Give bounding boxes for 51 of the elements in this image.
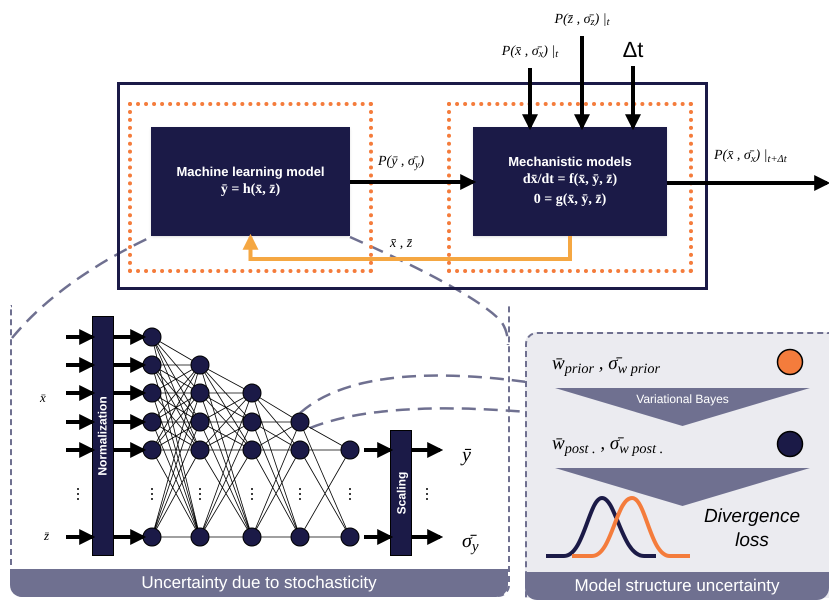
arrow (114, 357, 146, 373)
arrow (242, 234, 572, 261)
equation: ȳ = h(x̄, z̄) (220, 180, 280, 198)
dotted-group-box (447, 102, 693, 273)
arrow (625, 66, 641, 130)
math-label: ȳ (462, 443, 471, 468)
arrow (66, 357, 96, 373)
math-label: w̄$_{prior}$ , σ̄$_{w prior}$ (552, 352, 660, 378)
caption-text: Divergence loss (702, 505, 802, 553)
arrow (66, 414, 96, 430)
arrow (66, 329, 96, 345)
chevron-arrow (555, 388, 810, 426)
panel-title-band: Model structure uncertainty (525, 572, 829, 600)
system-frame (117, 82, 708, 290)
edge-label: P(ȳ , σ̄$_{y}$) (376, 152, 426, 172)
arrow (364, 529, 394, 545)
arrow (350, 174, 476, 190)
box-heading: Mechanistic models (508, 154, 632, 170)
arrow (412, 529, 444, 545)
arrow (66, 442, 96, 458)
math-label: x̄ (40, 389, 46, 407)
math-label: w̄$_{post .}$ , σ̄$_{w post .}$ (552, 432, 664, 458)
step-label: Variational Bayes (636, 391, 729, 408)
dotted-group-box (128, 102, 373, 273)
layer-bar: Scaling (390, 430, 412, 556)
arrow (412, 442, 444, 458)
arrow (114, 529, 146, 545)
chevron-arrow (555, 468, 810, 506)
panel-title-band: Uncertainty due to stochasticity (10, 569, 508, 597)
box-heading: Machine learning model (176, 164, 325, 180)
arrow (114, 329, 146, 345)
math-label: z̄ (44, 527, 50, 545)
arrow (364, 442, 394, 458)
arrow (522, 68, 538, 130)
equation: dx̄/dt = f(x̄, ȳ, z̄) (522, 170, 618, 188)
arrow (66, 385, 96, 401)
input-text: P(x̄ , σ̄$_{x}$) |$_{t}$ (482, 36, 578, 66)
arrow (114, 414, 146, 430)
input-text: P(z̄ , σ̄$_{z}$) |$_{t}$ (534, 4, 630, 34)
model-box (473, 127, 667, 236)
zoom-panel (525, 332, 829, 598)
arrow (114, 442, 146, 458)
arrow (667, 175, 829, 191)
model-box (151, 127, 350, 236)
arrow (114, 385, 146, 401)
arrow (574, 36, 590, 130)
layer-bar: Normalization (92, 316, 114, 556)
math-label: σ̄$_{y}$ (462, 529, 479, 556)
input-text: Δt (618, 34, 648, 64)
equation: 0 = g(x̄, ȳ, z̄) (534, 190, 606, 208)
arrow (66, 529, 96, 545)
